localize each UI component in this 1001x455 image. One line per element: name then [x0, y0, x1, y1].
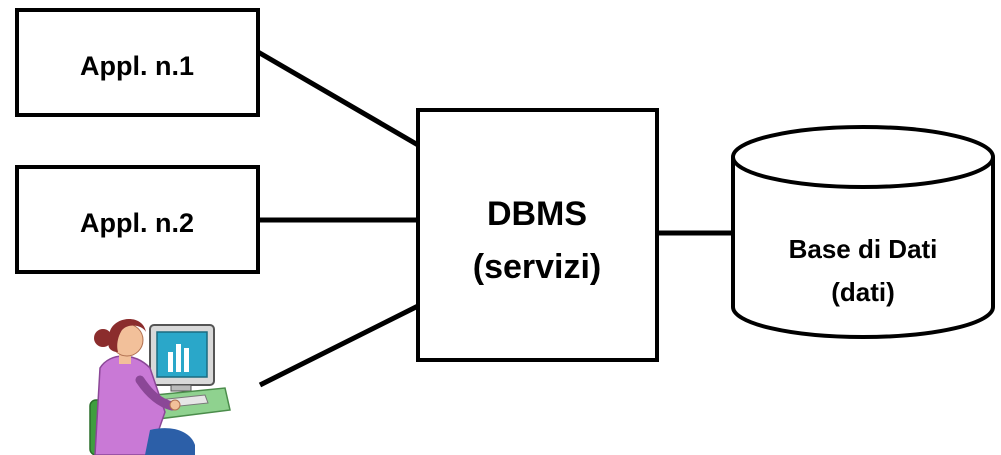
application-2-label: Appl. n.2	[80, 208, 194, 238]
connector-user-dbms	[258, 303, 420, 388]
application-2-box: Appl. n.2	[15, 165, 260, 274]
database-cylinder: Base di Dati (dati)	[731, 125, 995, 339]
dbms-title: DBMS	[487, 195, 587, 233]
database-subtitle: (dati)	[831, 277, 895, 307]
dbms-subtitle: (servizi)	[473, 248, 602, 286]
dbms-box: DBMS (servizi)	[416, 108, 659, 362]
database-title: Base di Dati	[789, 234, 938, 264]
person-at-computer-icon	[89, 318, 231, 455]
application-1-box: Appl. n.1	[15, 8, 260, 117]
connector-app1-dbms	[256, 49, 420, 148]
connectors	[256, 49, 735, 388]
application-1-label: Appl. n.1	[80, 51, 194, 81]
